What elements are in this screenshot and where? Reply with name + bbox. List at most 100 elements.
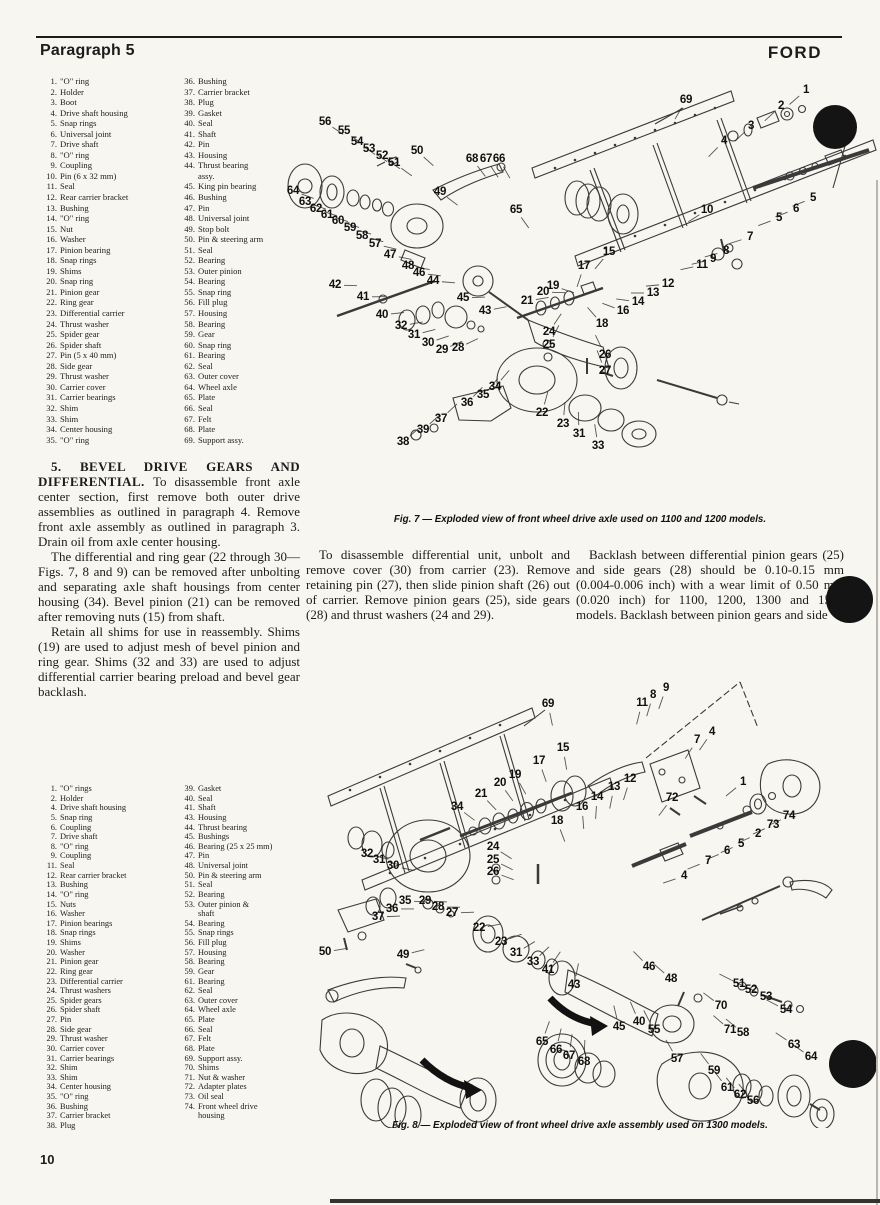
callout-number: 67 (562, 1050, 576, 1062)
part-number: 21. (46, 286, 57, 297)
part-number: 55. (184, 286, 195, 297)
parts-list-item: 39.Gasket (178, 784, 300, 794)
callout-number: 45 (456, 292, 470, 304)
part-number: 1. (50, 784, 57, 793)
part-label: Support assy. (198, 1053, 243, 1063)
part-number: 2. (50, 86, 57, 97)
parts-list-item: 33.Shim (40, 414, 168, 425)
callout-number: 63 (787, 1039, 801, 1051)
callout-number: 57 (368, 238, 382, 250)
page-header-left: Paragraph 5 (40, 42, 135, 59)
part-label: Plate (198, 1043, 215, 1053)
part-label: "O" ring (60, 149, 90, 160)
parts-list-item: 57.Housing (178, 948, 300, 958)
callout-number: 37 (434, 413, 448, 425)
part-label: Plate (198, 424, 216, 435)
part-number: 17. (46, 244, 57, 255)
callout-number: 49 (433, 186, 447, 198)
parts-list-item: 24.Thrust washers (40, 986, 168, 996)
part-label: Outer cover (198, 995, 238, 1005)
part-label: Snap ring (60, 276, 94, 287)
part-number: 30. (46, 1043, 57, 1053)
part-number: 42. (184, 139, 195, 150)
part-number: 11. (46, 181, 57, 192)
callout-number: 49 (396, 949, 410, 961)
callout-number: 40 (632, 1016, 646, 1028)
parts-list-item: 46.Bushing (178, 192, 294, 203)
part-number: 13. (46, 880, 57, 890)
parts-list-item: 59.Gear (178, 329, 294, 340)
part-label: Universal joint (198, 213, 250, 224)
parts-list-item: 51.Seal (178, 245, 294, 256)
part-label: Drive shaft (60, 832, 98, 842)
parts-list-item: 49.Stop bolt (178, 224, 294, 235)
part-label: Drive shaft housing (60, 107, 128, 118)
part-number: 2. (50, 793, 57, 803)
parts-list-item: 5.Snap ring (40, 813, 168, 823)
part-number: 45. (184, 832, 195, 842)
callout-number: 55 (337, 125, 351, 137)
part-label: Ring gear (60, 297, 94, 308)
parts-list-item: 73.Oil seal (178, 1092, 300, 1102)
part-label: Seal (198, 793, 213, 803)
callout-number: 61 (320, 209, 334, 221)
part-label: Center housing (60, 1082, 111, 1092)
part-number: 69. (184, 1053, 195, 1063)
part-number: 41. (184, 128, 195, 139)
parts-list-item: 44.Thrust bearing (178, 823, 300, 833)
callout-number: 59 (707, 1065, 721, 1077)
part-number: 29. (46, 1034, 57, 1044)
part-number: 63. (184, 995, 195, 1005)
part-number: 48. (184, 861, 195, 870)
parts-list-item: 56.Fill plug (178, 938, 300, 948)
thumb-tab-dot-top (813, 105, 857, 149)
parts-list-item: 11.Seal (40, 861, 168, 871)
part-number: 40. (184, 793, 195, 803)
part-number: 14. (46, 889, 57, 899)
callout-number: 41 (541, 964, 555, 976)
callout-number: 65 (535, 1036, 549, 1048)
parts-list-item: 58.Bearing (178, 957, 300, 967)
part-label: Seal (198, 986, 213, 996)
parts-list-item: 21.Pinion gear (40, 957, 168, 967)
parts-list-item: 68.Plate (178, 424, 294, 435)
callout-number: 73 (766, 819, 780, 831)
part-label: Seal (198, 1024, 213, 1034)
thumb-tab-dot-bottom (829, 1040, 877, 1088)
parts-list-item: 40.Seal (178, 794, 300, 804)
parts-list-item: 44.Thrust bearing assy. (178, 160, 294, 181)
part-number: 33. (46, 1072, 57, 1082)
part-label: Seal (60, 181, 75, 192)
part-number: 32. (46, 1063, 57, 1073)
callout-number: 37 (371, 911, 385, 923)
part-label: Carrier cover (60, 1043, 105, 1053)
callout-number: 56 (318, 116, 332, 128)
part-number: 61. (184, 350, 195, 361)
callout-number: 29 (435, 344, 449, 356)
parts-list-item: 32.Shim (40, 403, 168, 414)
callout-number: 1 (802, 84, 810, 96)
parts-list-item: 43.Housing (178, 813, 300, 823)
parts-list-item: 24.Thrust washer (40, 319, 168, 330)
part-number: 51. (184, 244, 195, 255)
parts-list-item: 53.Outer pinion (178, 266, 294, 277)
callout-number: 5 (775, 212, 783, 224)
part-number: 62. (184, 986, 195, 996)
body-paragraph: 5. BEVEL DRIVE GEARS AND DIFFERENTIAL. T… (38, 459, 300, 549)
parts-list-item: 42.Pin (178, 139, 294, 150)
part-label: Bearing (198, 957, 225, 967)
part-label: Washer (60, 234, 86, 245)
part-number: 7. (50, 832, 57, 842)
callout-number: 2 (777, 100, 785, 112)
part-number: 49. (184, 223, 195, 234)
parts-list-item: 67.Felt (178, 414, 294, 425)
parts-list-item: 64.Wheel axle (178, 382, 294, 393)
part-label: Outer pinion (198, 265, 242, 276)
part-number: 1. (50, 76, 57, 86)
part-number: 60. (184, 339, 195, 350)
part-label: Pinion gear (60, 286, 100, 297)
callout-number: 25 (542, 339, 556, 351)
part-number: 66. (184, 1024, 195, 1034)
